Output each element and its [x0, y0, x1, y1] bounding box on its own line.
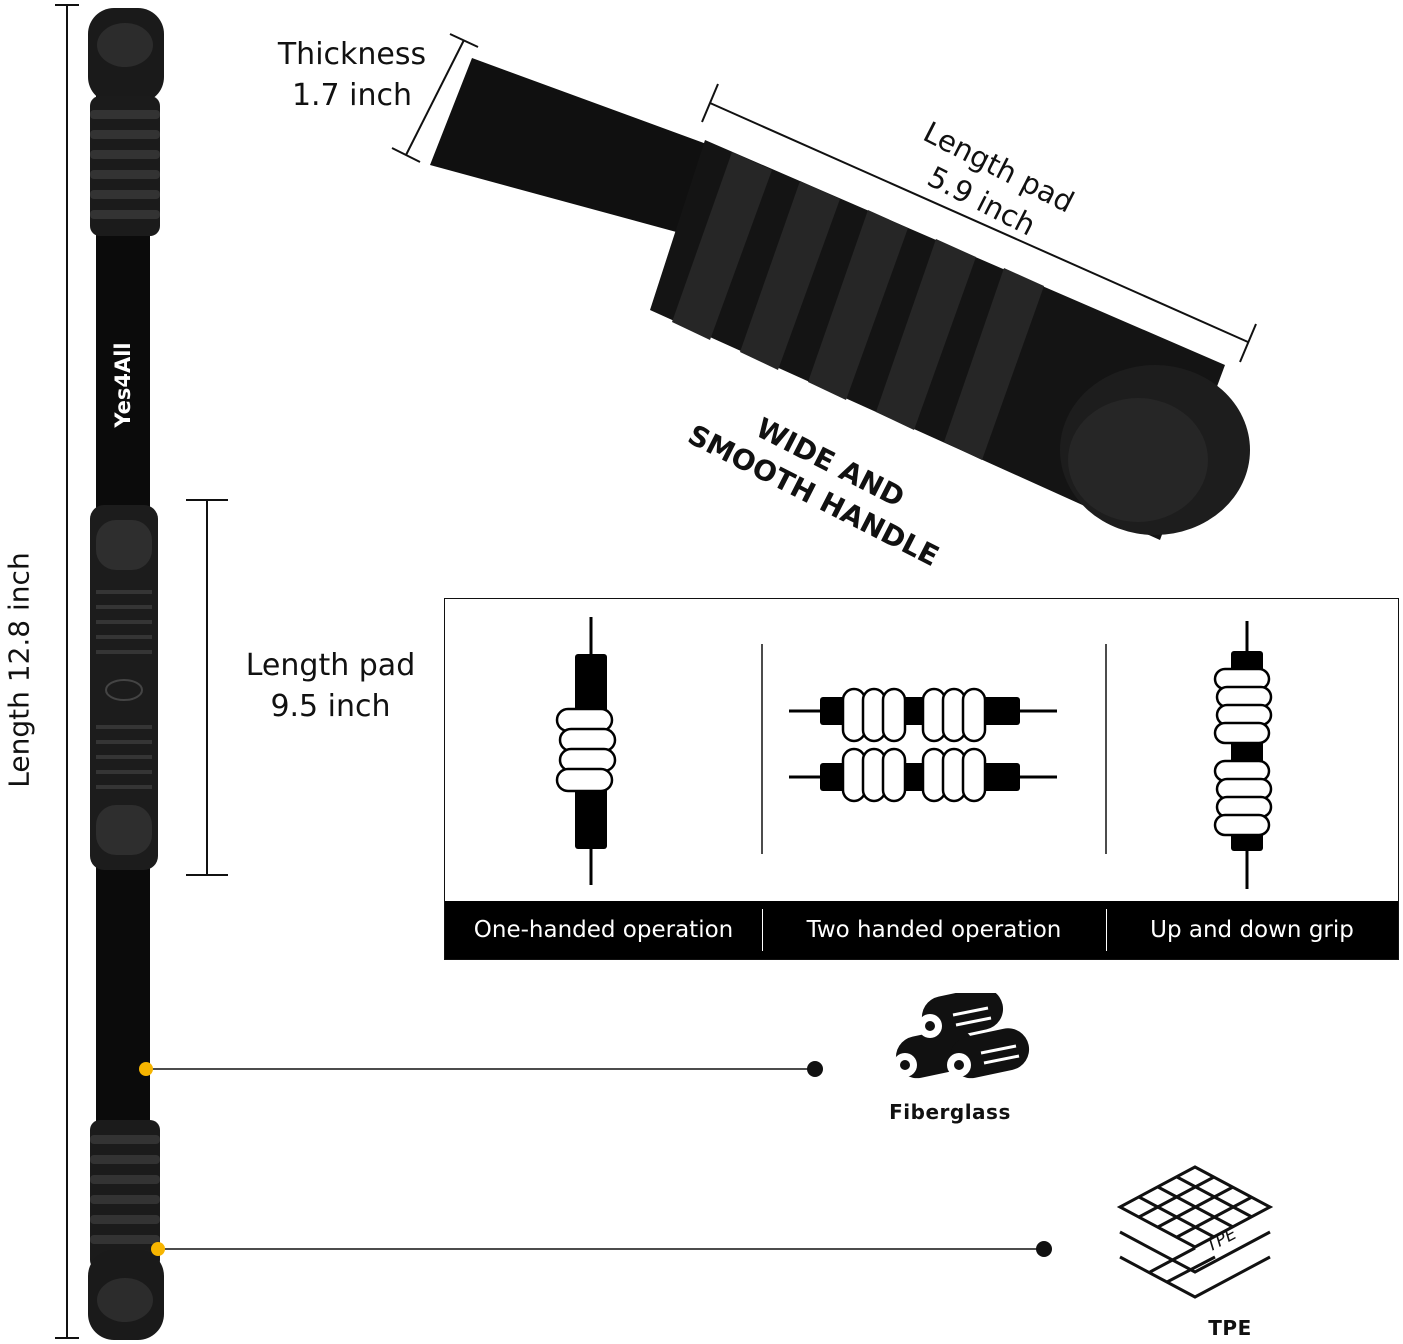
top-ribbed-grip — [90, 96, 160, 236]
handle-closeup-illustration — [391, 33, 1257, 540]
middle-pad — [90, 505, 158, 870]
grip-modes-illustrations — [555, 617, 1273, 889]
thickness-label: Thickness 1.7 inch — [262, 34, 442, 116]
fiberglass-label: Fiberglass — [889, 1100, 1011, 1124]
pad-length-dimension-line — [701, 83, 1257, 363]
middle-pad-length-value: 9.5 inch — [270, 689, 391, 724]
thickness-dimension-line — [391, 33, 479, 163]
total-length-label: Length 12.8 inch — [2, 552, 36, 788]
one-handed-grip-icon — [555, 617, 617, 885]
up-and-down-grip-icon — [1213, 621, 1273, 889]
thickness-value: 1.7 inch — [291, 78, 413, 113]
closeup-shaft — [430, 58, 712, 233]
two-handed-grip-icon — [789, 687, 1057, 803]
middle-pad-length-title: Length pad — [245, 648, 416, 683]
grip-mode-up-down-label: Up and down grip — [1106, 909, 1398, 951]
thickness-title: Thickness — [277, 37, 427, 72]
brand-logo: Yes4All — [111, 342, 135, 428]
tpe-layers-icon: TPE — [1116, 1165, 1274, 1299]
middle-pad-length-label: Length pad 9.5 inch — [228, 645, 433, 727]
grip-mode-one-handed-label: One-handed operation — [473, 917, 734, 943]
grip-modes-label-bar: One-handed operation Two handed operatio… — [445, 901, 1398, 959]
fiberglass-icon — [893, 993, 1030, 1079]
grip-modes-panel: One-handed operation Two handed operatio… — [444, 598, 1399, 960]
bottom-ribbed-grip — [90, 1120, 160, 1270]
closeup-grip — [650, 140, 1250, 540]
total-length-dimension-line — [55, 4, 79, 1339]
tpe-label: TPE — [1208, 1316, 1252, 1340]
bar-product-illustration — [55, 4, 228, 1340]
middle-pad-dimension-line — [186, 499, 228, 876]
grip-mode-two-handed-label: Two handed operation — [762, 909, 1106, 951]
